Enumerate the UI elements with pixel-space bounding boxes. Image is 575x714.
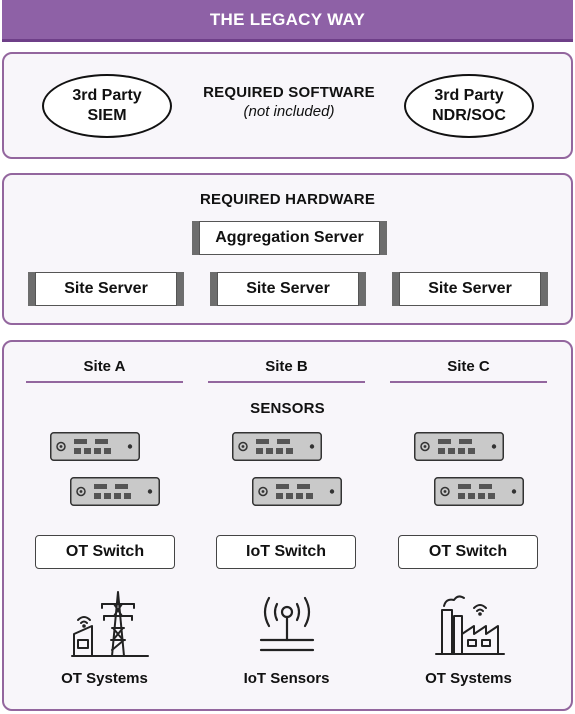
- sensor-device-icon: [232, 432, 322, 461]
- sensor-device-icon: [434, 477, 524, 506]
- diagram-header: THE LEGACY WAY: [2, 0, 573, 42]
- siem-ellipse: 3rd Party SIEM: [42, 74, 172, 138]
- server-cap-left: [28, 272, 35, 306]
- server-cap-right: [541, 272, 548, 306]
- aggregation-server: Aggregation Server: [192, 221, 387, 255]
- iot-sensors-label: IoT Sensors: [243, 670, 330, 687]
- site-a-label: Site A: [83, 358, 126, 375]
- factory-icon: [435, 595, 505, 655]
- hardware-panel: REQUIRED HARDWARE Aggregation Server Sit…: [2, 173, 573, 325]
- site-a-divider: [26, 381, 183, 383]
- software-title: REQUIRED SOFTWARE: [203, 84, 375, 101]
- wireless-sensor-icon: [259, 596, 315, 652]
- ot-systems-label-c: OT Systems: [425, 670, 512, 687]
- site-server-a: Site Server: [28, 272, 184, 306]
- server-cap-left: [392, 272, 399, 306]
- power-tower-icon: [71, 591, 149, 657]
- software-heading: REQUIRED SOFTWARE (not included): [174, 84, 404, 120]
- server-cap-right: [177, 272, 184, 306]
- ndr-ellipse: 3rd Party NDR/SOC: [404, 74, 534, 138]
- server-cap-right: [380, 221, 387, 255]
- siem-line2: SIEM: [87, 107, 127, 124]
- ot-switch-site-a: OT Switch: [35, 535, 175, 569]
- header-title: THE LEGACY WAY: [209, 9, 366, 29]
- software-note: (not included): [243, 103, 335, 120]
- aggregation-server-label: Aggregation Server: [199, 221, 380, 255]
- site-server-b: Site Server: [210, 272, 366, 306]
- sensor-device-icon: [414, 432, 504, 461]
- server-cap-right: [359, 272, 366, 306]
- site-b-label: Site B: [265, 358, 308, 375]
- ndr-line1: 3rd Party: [434, 87, 504, 104]
- iot-switch-site-b: IoT Switch: [216, 535, 356, 569]
- sensor-device-icon: [70, 477, 160, 506]
- software-panel: 3rd Party SIEM REQUIRED SOFTWARE (not in…: [2, 52, 573, 159]
- sensor-device-icon: [252, 477, 342, 506]
- hardware-title: REQUIRED HARDWARE: [199, 191, 376, 208]
- site-server-label: Site Server: [35, 272, 177, 306]
- site-b-divider: [208, 381, 365, 383]
- site-server-c: Site Server: [392, 272, 548, 306]
- site-c-label: Site C: [447, 358, 490, 375]
- site-server-label: Site Server: [217, 272, 359, 306]
- ndr-line2: NDR/SOC: [432, 107, 506, 124]
- ot-switch-site-c: OT Switch: [398, 535, 538, 569]
- site-c-divider: [390, 381, 547, 383]
- siem-line1: 3rd Party: [72, 87, 142, 104]
- sensors-label: SENSORS: [250, 400, 325, 417]
- server-cap-left: [192, 221, 199, 255]
- site-server-label: Site Server: [399, 272, 541, 306]
- server-cap-left: [210, 272, 217, 306]
- sensor-device-icon: [50, 432, 140, 461]
- ot-systems-label-a: OT Systems: [61, 670, 148, 687]
